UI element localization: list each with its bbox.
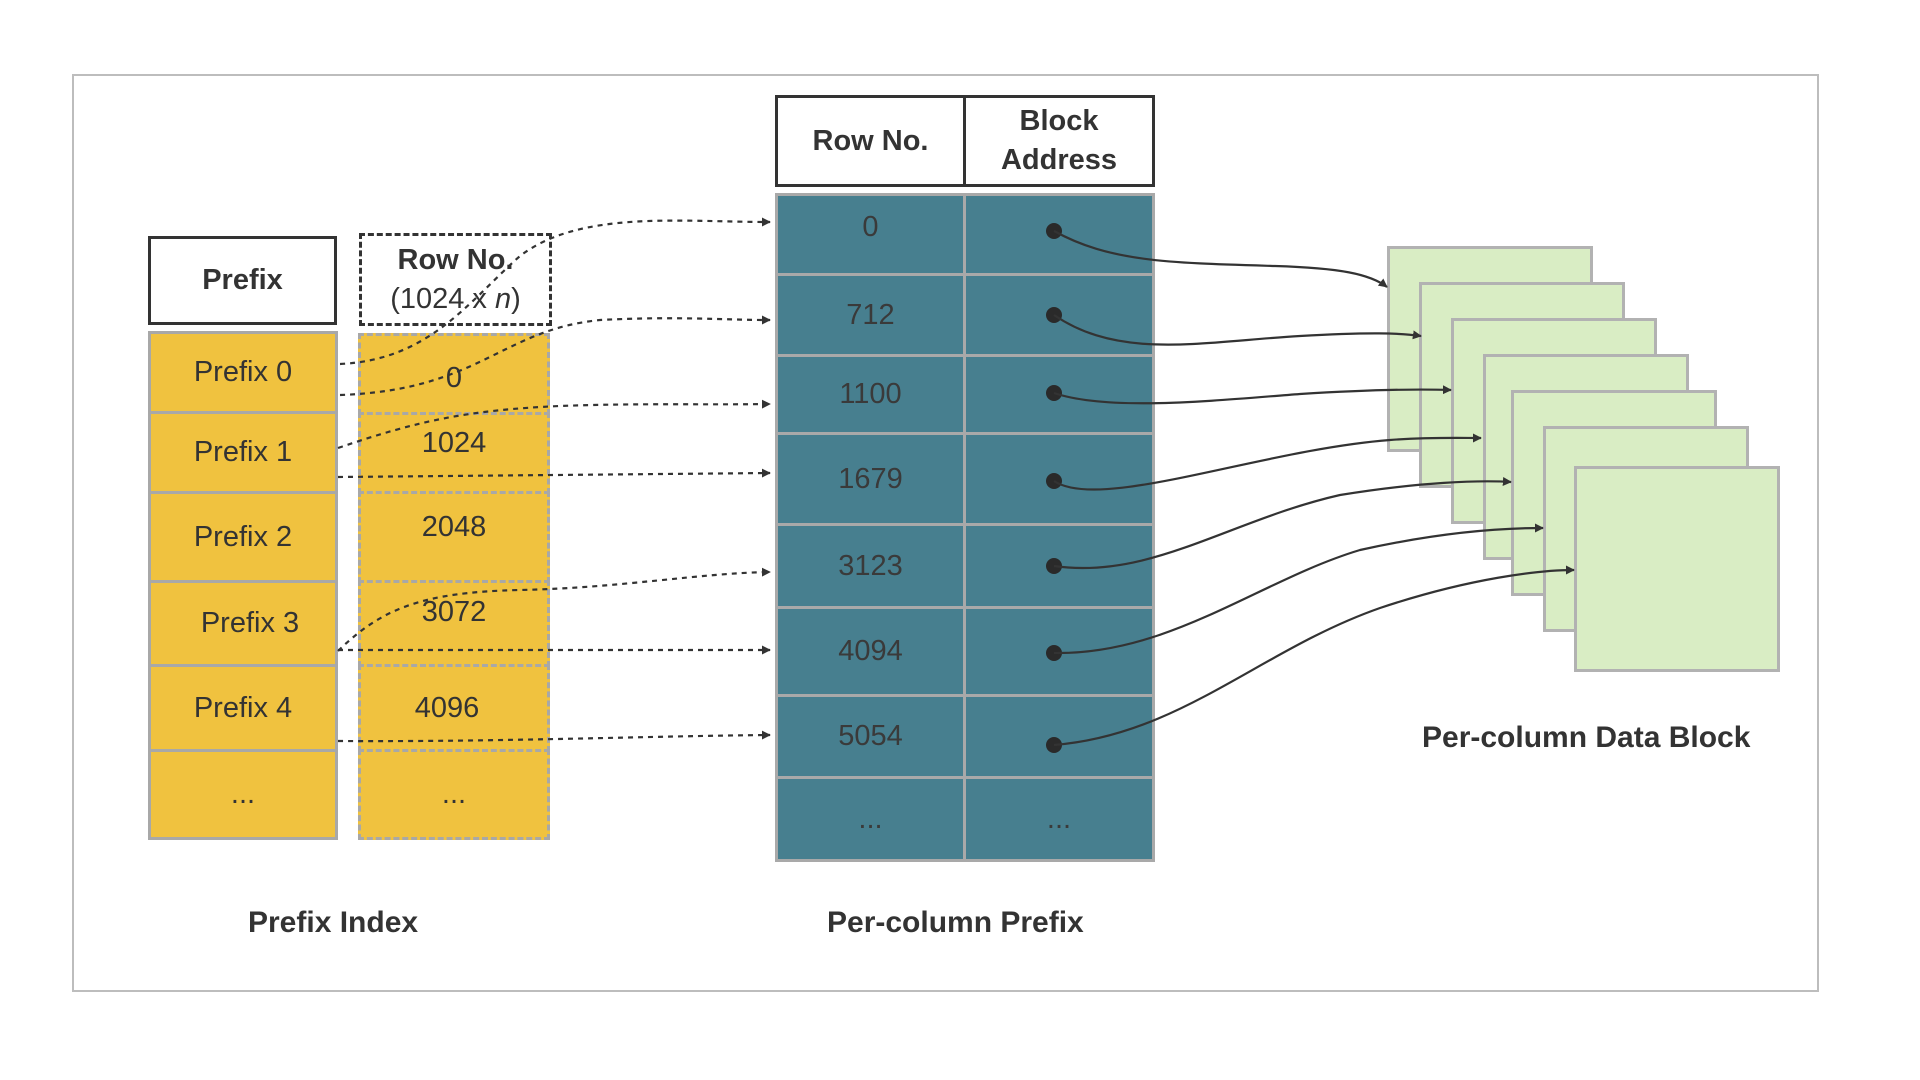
pcp-block-address-header-line2: Address — [1000, 144, 1118, 176]
prefix-rowno-header: Row No. (1024 x n) — [359, 233, 552, 326]
prefix-header: Prefix — [148, 236, 337, 325]
link-address0-to-block0 — [1053, 230, 1388, 288]
link-address6-to-block6 — [1053, 565, 1575, 747]
prefix-rowno-cell-4: 4096 — [358, 664, 550, 752]
prefix-rowno-header-formula: (1024 x n) — [390, 282, 521, 315]
link-address2-to-block2 — [1053, 385, 1452, 405]
link-address1-to-block1 — [1053, 314, 1422, 346]
link-prefix3-to-row3123 — [337, 567, 771, 652]
link-address5-to-block5 — [1053, 523, 1544, 655]
link-prefix0-to-row712 — [339, 315, 771, 397]
per-column-prefix-title: Per-column Prefix — [827, 906, 1084, 939]
pcp-row-ellipsis: ... — [775, 776, 966, 862]
data-block-6 — [1574, 466, 1780, 672]
link-prefix0-to-row0 — [339, 217, 771, 366]
prefix-cell-2: Prefix 2 — [148, 491, 338, 583]
prefix-rowno-cell-ellipsis: ... — [358, 749, 550, 840]
diagram-frame — [72, 74, 1819, 992]
prefix-cell-ellipsis: ... — [148, 749, 338, 840]
prefix-cell-4: Prefix 4 — [148, 664, 338, 752]
pcp-block-address-header: Block Address — [963, 95, 1155, 187]
pcp-block-address-header-line1: Block — [1019, 105, 1099, 137]
prefix-cell-3: Prefix 3 — [148, 580, 338, 667]
prefix-rowno-cell-1: 1024 — [358, 412, 550, 494]
prefix-rowno-header-title: Row No. — [397, 243, 514, 276]
pcp-address-ellipsis: ... — [963, 776, 1155, 862]
pcp-row-3: 1679 — [775, 432, 966, 526]
link-prefix1-to-row1679 — [337, 468, 771, 479]
link-prefix1-to-row1100 — [337, 399, 771, 450]
prefix-cell-1: Prefix 1 — [148, 411, 338, 494]
per-column-data-block-title: Per-column Data Block — [1422, 721, 1751, 754]
link-address4-to-block4 — [1053, 476, 1512, 570]
pcp-row-4: 3123 — [775, 523, 966, 609]
prefix-index-title: Prefix Index — [248, 906, 419, 939]
pcp-rowno-header: Row No. — [775, 95, 966, 187]
link-prefix4-to-row5054 — [337, 730, 771, 743]
pcp-address-6 — [963, 694, 1155, 779]
prefix-rowno-cell-2: 2048 — [358, 491, 550, 583]
pcp-row-6: 5054 — [775, 694, 966, 779]
link-address3-to-block3 — [1053, 433, 1482, 491]
pcp-row-1: 712 — [775, 273, 966, 357]
